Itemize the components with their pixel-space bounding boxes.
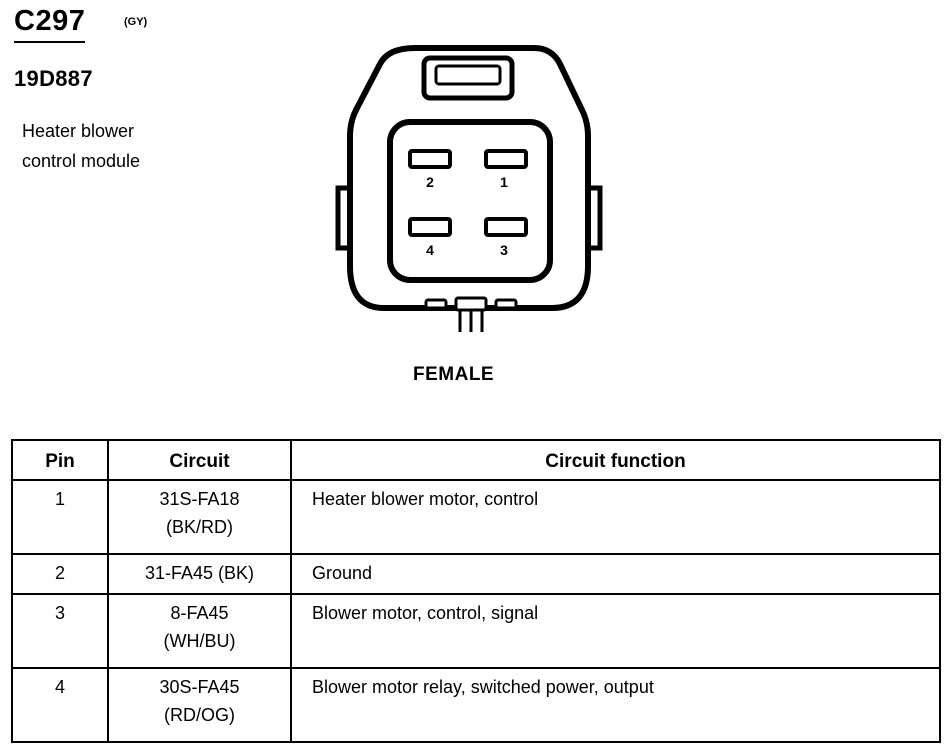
table-row: 1 31S-FA18 (BK/RD) Heater blower motor, …	[11, 479, 941, 555]
pin-label-1: 1	[500, 174, 508, 190]
terminal-slot-4	[408, 217, 452, 237]
connector-id: C297	[14, 4, 86, 43]
connector-face-diagram: 2 1 4 3	[335, 45, 603, 332]
bottom-key-right	[494, 298, 518, 310]
locking-latch	[421, 55, 515, 101]
left-side-notch	[335, 185, 350, 251]
circuit-line: (BK/RD)	[166, 517, 233, 537]
connector-header: C297 (GY)	[14, 4, 147, 43]
circuit-line: 31S-FA18	[159, 489, 240, 509]
bottom-key-center	[454, 296, 488, 312]
description-line: control module	[22, 151, 141, 171]
cell-pin: 2	[11, 553, 109, 595]
cell-pin: 3	[11, 593, 109, 669]
table-row: 3 8-FA45 (WH/BU) Blower motor, control, …	[11, 593, 941, 669]
pin-label-4: 4	[426, 242, 434, 258]
pinout-table: Pin Circuit Circuit function 1 31S-FA18 …	[11, 439, 941, 743]
right-side-notch	[588, 185, 603, 251]
circuit-line: 8-FA45	[170, 603, 229, 623]
bottom-key-left	[424, 298, 448, 310]
cell-circuit: 31S-FA18 (BK/RD)	[107, 479, 292, 555]
connector-gender-label: FEMALE	[413, 364, 495, 385]
cell-circuit: 30S-FA45 (RD/OG)	[107, 667, 292, 743]
connector-color-code: (GY)	[124, 16, 148, 28]
component-description: Heater blower control module	[22, 116, 282, 176]
table-header-row: Pin Circuit Circuit function	[11, 439, 941, 481]
circuit-line: 30S-FA45	[159, 677, 240, 697]
terminal-cavity-frame	[387, 119, 553, 283]
table-row: 2 31-FA45 (BK) Ground	[11, 553, 941, 595]
cell-pin: 4	[11, 667, 109, 743]
header-circuit: Circuit	[107, 439, 292, 481]
locking-latch-inner	[434, 64, 502, 86]
terminal-slot-3	[484, 217, 528, 237]
pin-label-2: 2	[426, 174, 434, 190]
part-number: 19D887	[14, 66, 93, 91]
cell-circuit-function: Heater blower motor, control	[290, 479, 941, 555]
cell-circuit-function: Blower motor, control, signal	[290, 593, 941, 669]
circuit-line: (WH/BU)	[163, 631, 236, 651]
cell-circuit-function: Ground	[290, 553, 941, 595]
cell-circuit-function: Blower motor relay, switched power, outp…	[290, 667, 941, 743]
table-row: 4 30S-FA45 (RD/OG) Blower motor relay, s…	[11, 667, 941, 743]
terminal-slot-1	[484, 149, 528, 169]
description-line: Heater blower	[22, 121, 135, 141]
circuit-line: 31-FA45 (BK)	[144, 563, 255, 583]
header-pin: Pin	[11, 439, 109, 481]
cell-circuit: 31-FA45 (BK)	[107, 553, 292, 595]
cell-pin: 1	[11, 479, 109, 555]
terminal-slot-2	[408, 149, 452, 169]
cell-circuit: 8-FA45 (WH/BU)	[107, 593, 292, 669]
circuit-line: (RD/OG)	[164, 705, 235, 725]
header-circuit-function: Circuit function	[290, 439, 941, 481]
pin-label-3: 3	[500, 242, 508, 258]
connector-housing-outline	[347, 45, 591, 311]
